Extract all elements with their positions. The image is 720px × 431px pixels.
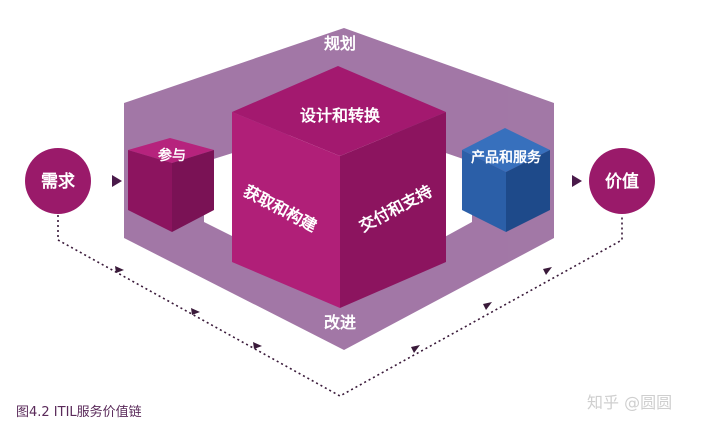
- engage-cube-label: 参与: [158, 147, 186, 164]
- loop-arrow: [543, 267, 552, 275]
- loop-arrow: [411, 345, 420, 353]
- loop-arrow: [483, 302, 492, 310]
- demand-node-label: 需求: [41, 171, 75, 192]
- product-service-cube-label: 产品和服务: [471, 149, 542, 166]
- watermark: 知乎 @圆圆: [587, 393, 673, 412]
- value-node: 价值: [589, 148, 655, 214]
- feedback-loop: [57, 215, 623, 397]
- central-cube: 设计和转换 获取和构建 交付和支持: [232, 66, 446, 308]
- figure-caption: 图4.2 ITIL服务价值链: [16, 405, 142, 420]
- input-arrow: [112, 175, 122, 187]
- product-service-cube: 产品和服务: [462, 128, 550, 232]
- loop-arrow: [191, 308, 200, 315]
- loop-arrow: [115, 266, 124, 273]
- loop-arrow: [253, 342, 262, 349]
- demand-node: 需求: [25, 148, 91, 214]
- design-transition-label: 设计和转换: [300, 106, 381, 125]
- improve-label: 改进: [324, 313, 356, 332]
- output-arrow: [572, 175, 582, 187]
- value-node-label: 价值: [605, 171, 639, 192]
- engage-cube: 参与: [128, 138, 214, 232]
- plan-label: 规划: [324, 34, 356, 53]
